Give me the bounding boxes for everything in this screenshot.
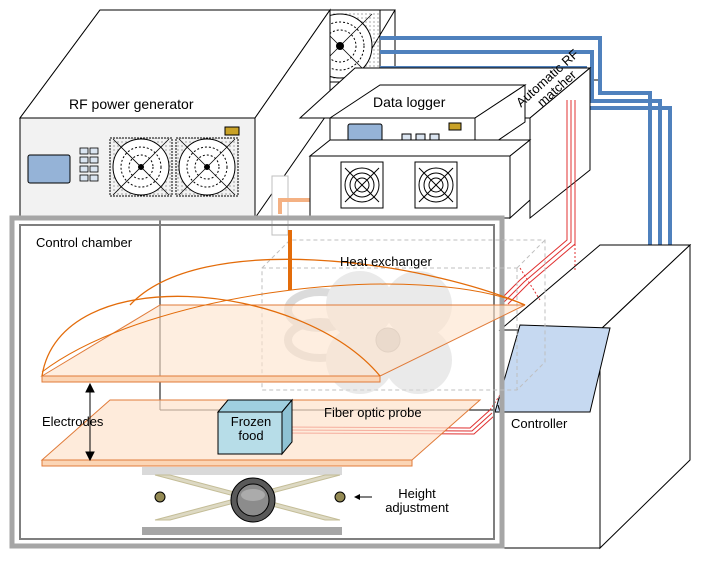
electrode-gap-arrow: [85, 382, 95, 462]
label-rf-power-generator: RF power generator: [69, 96, 194, 112]
label-fiber-optic-probe: Fiber optic probe: [324, 405, 422, 420]
logger-indicator: [448, 122, 462, 131]
upper-electrode: [40, 258, 526, 383]
label-data-logger: Data logger: [373, 94, 446, 110]
rf-matcher-front: [308, 138, 532, 220]
scissor-lift: [142, 467, 346, 535]
fan-grille-icon: [414, 161, 458, 209]
generator-display-screen: [27, 154, 71, 184]
frozen-food-block: [216, 398, 294, 456]
label-frozen-food-line2: food: [238, 428, 264, 444]
label-heat-exchanger: Heat exchanger: [340, 254, 432, 269]
rf-power-generator: [19, 8, 331, 220]
controller-cabinet: [494, 243, 692, 550]
label-height-adjustment: Height adjustment: [372, 486, 462, 516]
fan-grille-icon: [109, 137, 173, 197]
rf-feed-block: [271, 175, 310, 236]
control-chamber: [9, 215, 505, 549]
generator-keypad: [79, 147, 99, 182]
height-adjustment-arrow: [354, 494, 372, 500]
label-height-adjustment-line2: adjustment: [385, 500, 449, 516]
label-frozen-food: Frozen food: [220, 414, 282, 444]
label-control-chamber: Control chamber: [36, 235, 133, 250]
label-height-adjustment-line1: Height: [398, 486, 436, 501]
label-electrodes: Electrodes: [42, 414, 104, 429]
controller-screen: [494, 324, 611, 413]
generator-indicator: [224, 126, 240, 136]
fan-grille-icon: [175, 137, 239, 197]
label-controller: Controller: [511, 416, 568, 431]
fan-grille-icon: [340, 161, 384, 209]
label-frozen-food-line1: Frozen: [230, 414, 272, 429]
